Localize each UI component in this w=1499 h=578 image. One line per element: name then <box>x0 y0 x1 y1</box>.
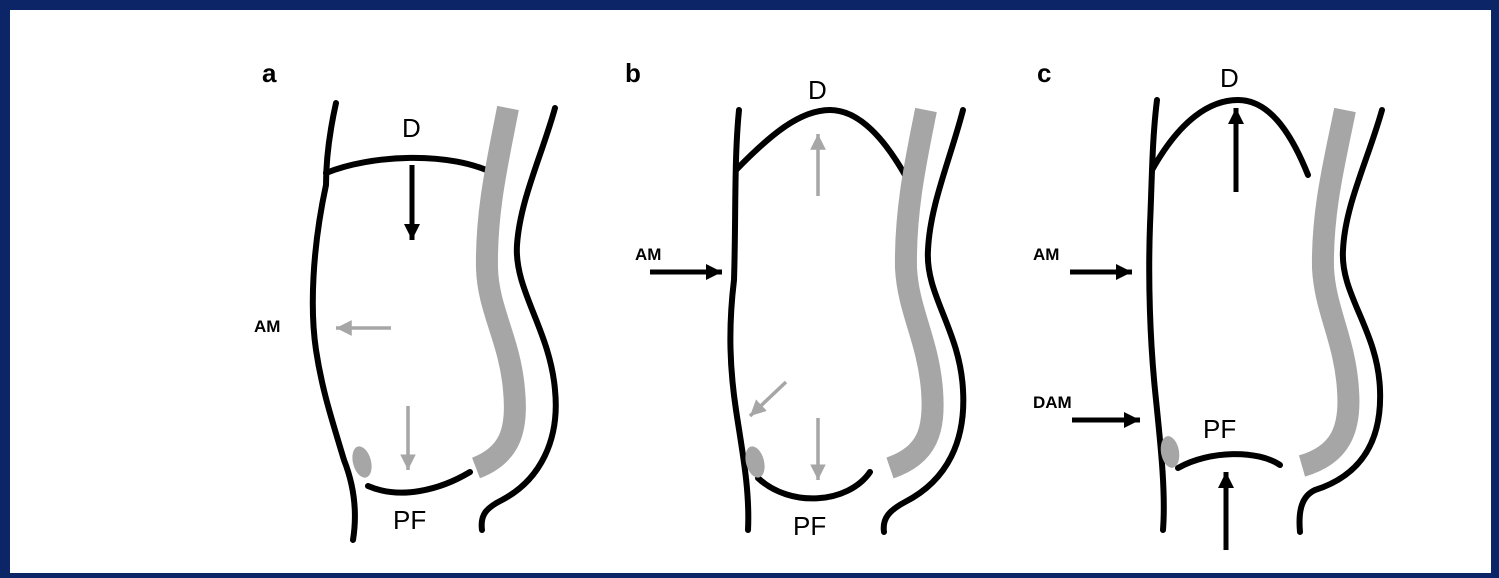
panel-letter-b: b <box>625 58 641 88</box>
label-d-c: D <box>1220 63 1239 93</box>
diaphragm-line <box>736 110 905 175</box>
pelvic-floor-line <box>1178 454 1280 468</box>
diagram-frame: a D PF AM b <box>10 10 1491 573</box>
panel-b: b D PF AM <box>625 58 963 541</box>
label-am-b: AM <box>635 245 661 264</box>
label-d-b: D <box>808 75 827 105</box>
coccyx-shape <box>349 444 375 480</box>
pelvic-floor-line <box>758 472 870 498</box>
panel-a: a D PF AM <box>254 58 556 540</box>
label-pf-a: PF <box>393 505 426 535</box>
label-am-a: AM <box>254 317 280 336</box>
label-pf-c: PF <box>1203 414 1236 444</box>
label-dam-c: DAM <box>1033 393 1072 412</box>
panel-letter-c: c <box>1037 58 1051 88</box>
pelvic-floor-diagram: a D PF AM b <box>10 10 1491 573</box>
label-am-c: AM <box>1033 245 1059 264</box>
label-pf-b: PF <box>793 511 826 541</box>
spine-band <box>476 108 515 468</box>
label-d-a: D <box>402 113 421 143</box>
abdominal-wall-line <box>730 110 748 530</box>
panel-letter-a: a <box>262 58 277 88</box>
diaphragm-line <box>1152 100 1308 175</box>
am-diagonal-arrow <box>750 382 786 416</box>
pelvic-floor-line <box>368 472 470 493</box>
spine-band <box>1302 110 1348 466</box>
panel-c: c D PF AM DAM <box>1033 58 1382 550</box>
